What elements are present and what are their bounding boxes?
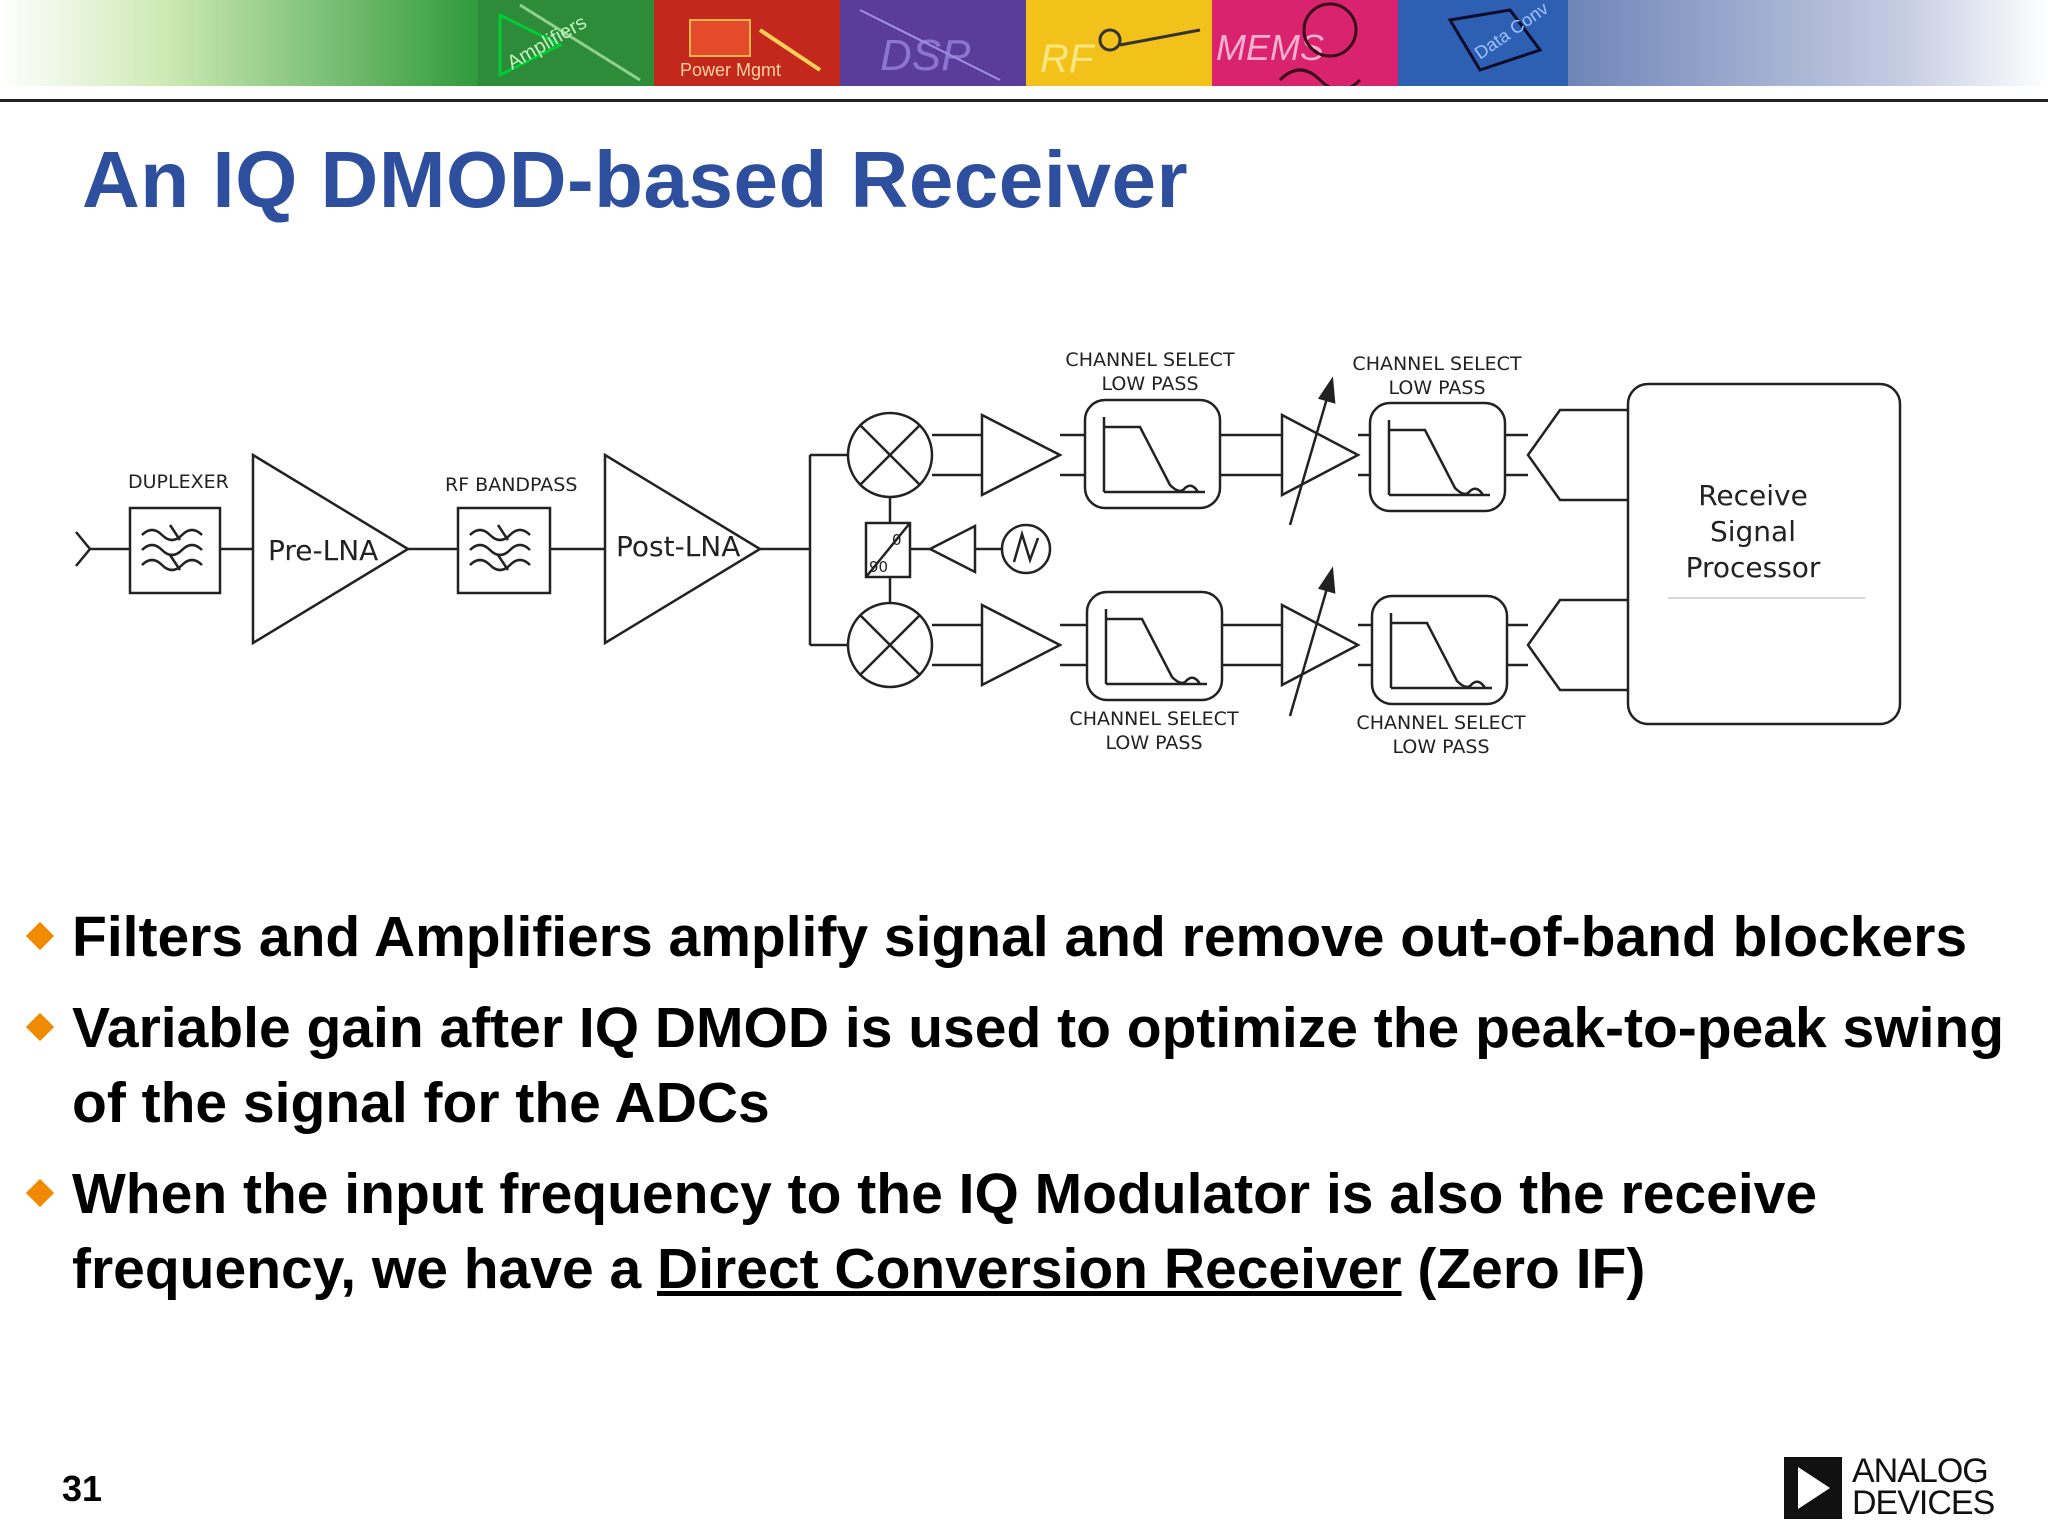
- bullet-diamond-icon: [25, 921, 55, 951]
- bullet-diamond-icon: [25, 1012, 55, 1042]
- i-buffer-amplifier: [980, 412, 1063, 498]
- i-channel-filter-1: [1083, 398, 1222, 510]
- banner-tile-amplifiers: Amplifiers: [478, 0, 654, 86]
- bullet-item: Variable gain after IQ DMOD is used to o…: [24, 991, 2014, 1141]
- duplexer-label: DUPLEXER: [128, 471, 229, 493]
- mixer-i: [846, 411, 934, 499]
- logo-text-line2: DEVICES: [1852, 1484, 1995, 1522]
- logo-text-line1: ANALOG: [1852, 1452, 1989, 1490]
- bullet-text-pre: When the input frequency to the IQ Modul…: [72, 1162, 1818, 1301]
- banner-tile-power: Power Mgmt: [654, 0, 840, 86]
- ch-top-2-label-line1: CHANNEL SELECT: [1352, 353, 1522, 375]
- ch-top-1-label-line2: LOW PASS: [1101, 373, 1198, 395]
- bullet-text-post: (Zero IF): [1401, 1237, 1646, 1301]
- rsp-label-line2: Signal: [1710, 515, 1796, 548]
- bullet-text: Variable gain after IQ DMOD is used to o…: [72, 996, 2005, 1135]
- phase-90-label: 90: [869, 558, 888, 576]
- q-channel-filter-2: [1370, 594, 1509, 706]
- post-lna-amplifier: [603, 452, 763, 646]
- slide-title: An IQ DMOD-based Receiver: [82, 135, 1189, 224]
- ch-top-1-label-line1: CHANNEL SELECT: [1065, 349, 1235, 371]
- svg-text:Power Mgmt: Power Mgmt: [680, 60, 781, 80]
- logo-mark-icon: [1784, 1457, 1842, 1519]
- receive-signal-processor: [1626, 382, 1902, 726]
- header-banner: Amplifiers Power Mgmt DSP RF MEMS Data C…: [0, 0, 2048, 86]
- bullet-item: Filters and Amplifiers amplify signal an…: [24, 900, 2014, 975]
- duplexer-block: [128, 506, 222, 595]
- local-oscillator-icon: [1000, 523, 1052, 575]
- q-adc: [1526, 598, 1588, 692]
- rf-bandpass-block: [456, 506, 552, 595]
- q-vga: [1280, 602, 1361, 688]
- phase-0-label: 0: [892, 531, 902, 549]
- ch-top-2-label-line2: LOW PASS: [1388, 377, 1485, 399]
- pre-lna-label: Pre-LNA: [268, 534, 378, 567]
- lo-buffer: [927, 523, 977, 575]
- q-buffer-amplifier: [980, 602, 1063, 688]
- receiver-block-diagram: DUPLEXER Pre-LNA RF BANDPASS Post-LNA: [75, 349, 1902, 758]
- banner-tile-rf: RF: [1026, 0, 1212, 86]
- svg-text:DSP: DSP: [880, 31, 971, 80]
- mixer-q: [846, 601, 934, 689]
- rsp-label-line3: Processor: [1686, 551, 1821, 584]
- ch-bot-1-label-line2: LOW PASS: [1105, 732, 1202, 754]
- bullet-list: Filters and Amplifiers amplify signal an…: [24, 900, 2014, 1323]
- q-branch: [932, 566, 1628, 717]
- rf-bandpass-label: RF BANDPASS: [445, 474, 577, 496]
- q-channel-filter-1: [1085, 590, 1224, 702]
- header-rule: [0, 99, 2048, 102]
- i-vga: [1280, 412, 1361, 498]
- bullet-diamond-icon: [25, 1178, 55, 1208]
- svg-text:MEMS: MEMS: [1216, 27, 1324, 68]
- phase-splitter: [864, 497, 912, 603]
- page-number: 31: [62, 1468, 103, 1509]
- banner-tile-mems: MEMS: [1212, 0, 1398, 86]
- bullet-item: When the input frequency to the IQ Modul…: [24, 1157, 2014, 1307]
- rsp-label-line1: Receive: [1698, 479, 1808, 512]
- banner-tile-dsp: DSP: [840, 0, 1026, 86]
- input-arrow: [75, 531, 92, 567]
- svg-text:RF: RF: [1040, 37, 1096, 81]
- bullet-text: Filters and Amplifiers amplify signal an…: [72, 905, 1968, 969]
- i-adc: [1526, 408, 1588, 502]
- ch-bot-2-label-line1: CHANNEL SELECT: [1356, 712, 1526, 734]
- banner-tile-data: Data Conv: [1398, 0, 1568, 86]
- i-branch: [932, 376, 1628, 526]
- post-lna-label: Post-LNA: [616, 530, 740, 563]
- analog-devices-logo: ANALOG DEVICES: [1784, 1452, 1995, 1522]
- i-channel-filter-2: [1368, 401, 1507, 513]
- ch-bot-2-label-line2: LOW PASS: [1392, 736, 1489, 758]
- direct-conversion-receiver-link[interactable]: Direct Conversion Receiver: [657, 1237, 1402, 1301]
- ch-bot-1-label-line1: CHANNEL SELECT: [1069, 708, 1239, 730]
- pre-lna-amplifier: [251, 452, 411, 646]
